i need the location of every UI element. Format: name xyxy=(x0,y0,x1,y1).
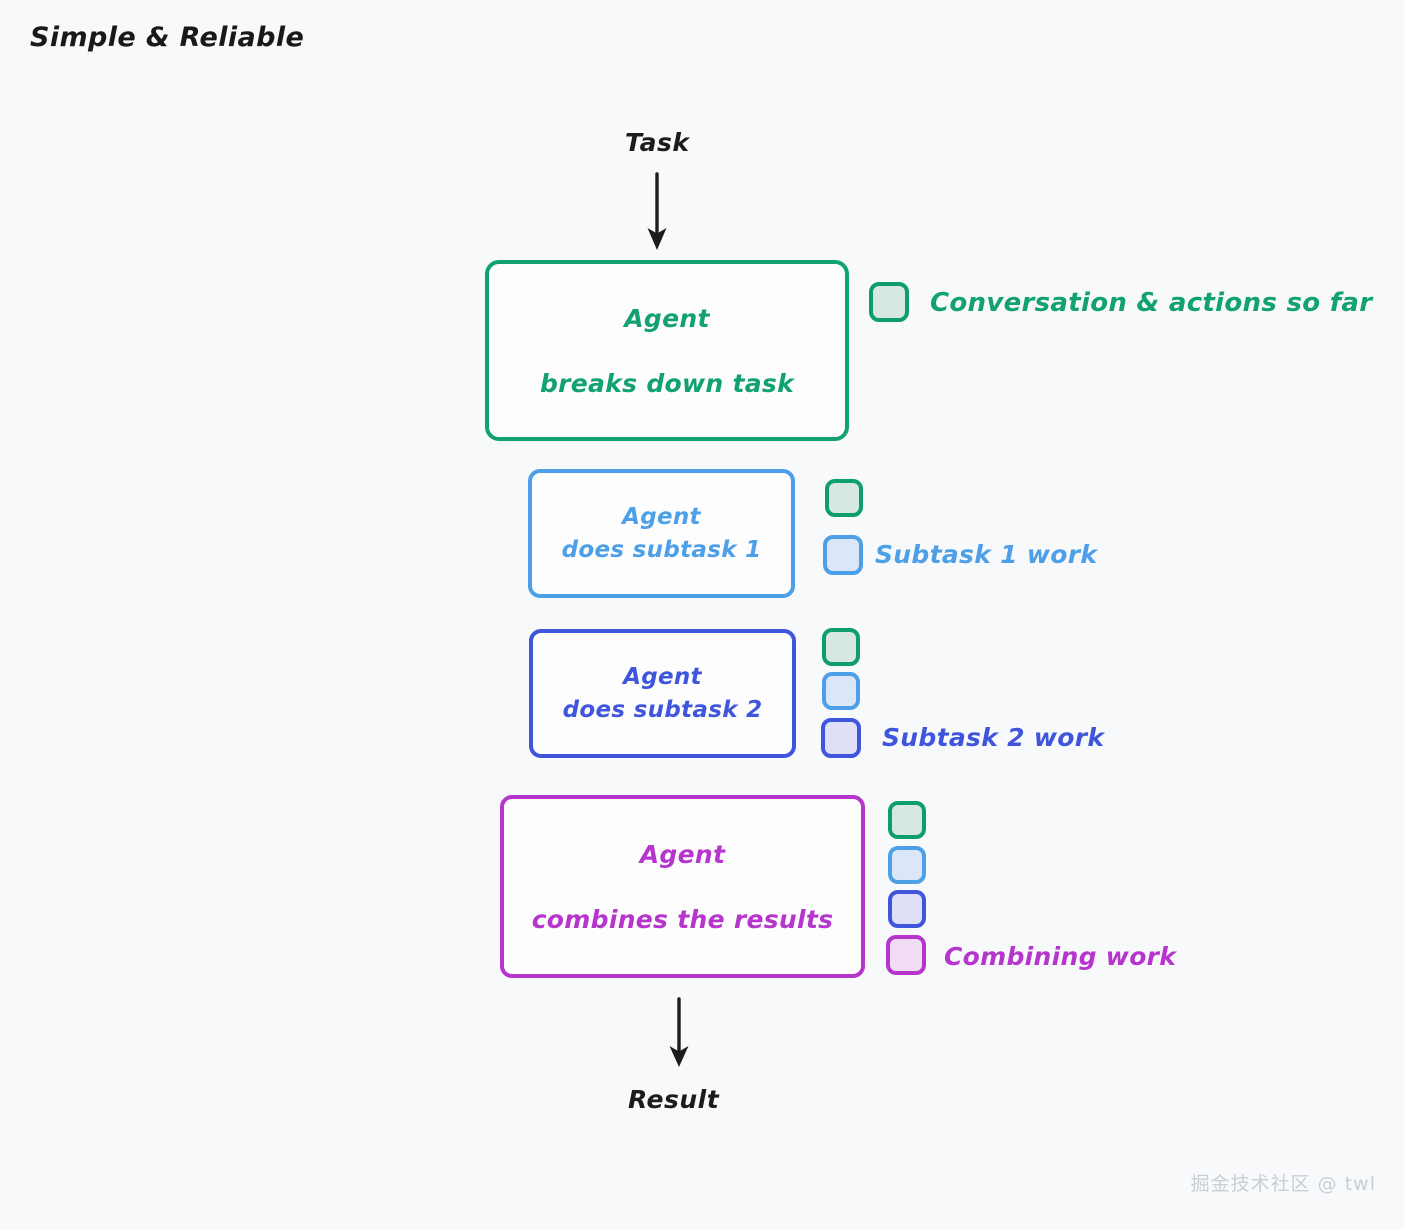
agent-subtask2-subtitle: does subtask 2 xyxy=(562,696,763,723)
agent-subtask2-title: Agent xyxy=(623,663,702,690)
page-title: Simple & Reliable xyxy=(30,22,305,53)
chip-green-combine-stack xyxy=(888,801,926,839)
chip-green-subtask2-stack xyxy=(822,628,860,666)
agent-breakdown-title: Agent xyxy=(624,303,710,333)
flow-end-label: Result xyxy=(628,1085,720,1114)
chip-indigo-subtask2 xyxy=(821,718,861,758)
agent-breakdown-subtitle: breaks down task xyxy=(539,368,795,398)
chip-indigo-combine-stack xyxy=(888,890,926,928)
legend-label-subtask2: Subtask 2 work xyxy=(882,723,1105,752)
agent-subtask1-subtitle: does subtask 1 xyxy=(561,536,762,563)
watermark: 掘金技术社区 @ twl xyxy=(1190,1173,1376,1195)
legend-label-conversation: Conversation & actions so far xyxy=(930,288,1373,318)
chip-blue-combine-stack xyxy=(888,846,926,884)
agent-subtask1-title: Agent xyxy=(622,503,701,530)
agent-combine-subtitle: combines the results xyxy=(531,904,834,934)
chip-purple-combine xyxy=(886,935,926,975)
chip-blue-subtask2-stack xyxy=(822,672,860,710)
arrow-down-icon-top xyxy=(647,172,667,250)
agent-combine-title: Agent xyxy=(639,839,726,869)
flow-start-label: Task xyxy=(625,128,690,157)
agent-subtask1-box[interactable]: Agent does subtask 1 xyxy=(528,469,795,598)
chip-green-subtask1-stack xyxy=(825,479,863,517)
arrow-down-icon-bottom xyxy=(669,997,689,1067)
legend-label-subtask1: Subtask 1 work xyxy=(875,540,1098,569)
agent-breakdown-box[interactable]: Agent breaks down task xyxy=(485,260,849,441)
agent-subtask2-box[interactable]: Agent does subtask 2 xyxy=(529,629,796,758)
chip-green-conversation xyxy=(869,282,909,322)
agent-combine-box[interactable]: Agent combines the results xyxy=(500,795,865,978)
chip-blue-subtask1 xyxy=(823,535,863,575)
legend-label-combining: Combining work xyxy=(944,942,1177,971)
